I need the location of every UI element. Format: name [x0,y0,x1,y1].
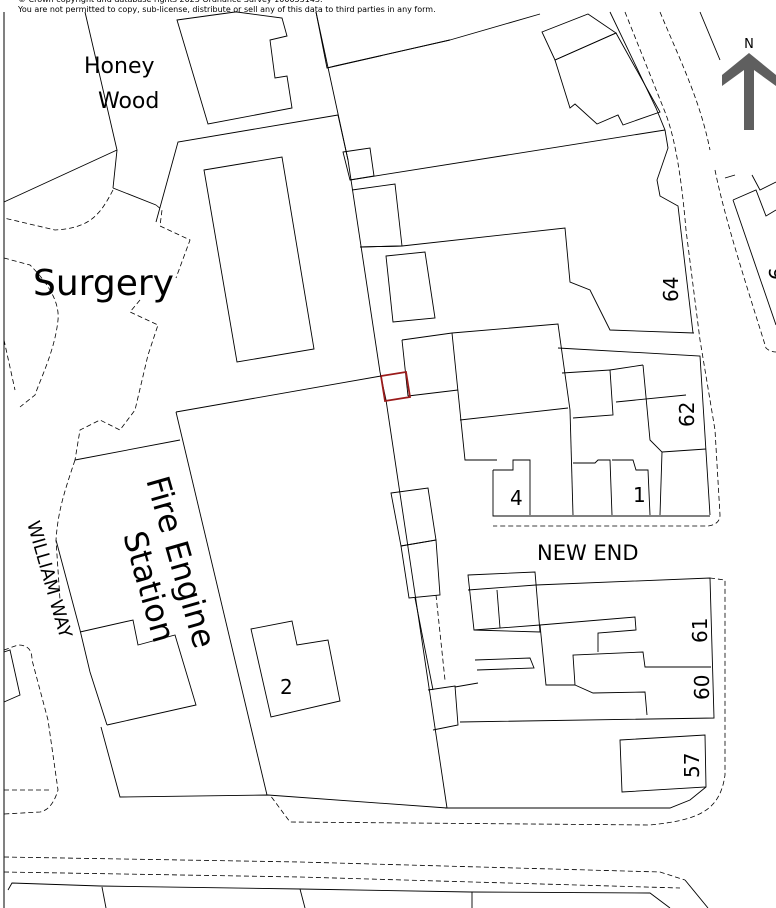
fire-station-parcel [55,375,459,809]
label-honey: Honey [84,54,155,79]
label-house-62: 62 [675,402,699,427]
surgery-outline [3,189,191,461]
north-arrow: N [722,37,776,130]
label-house-61: 61 [688,618,712,643]
label-house-57: 57 [680,753,704,778]
honey-wood-parcel [3,11,541,223]
north-label: N [744,37,754,52]
new-end-plots [269,571,726,826]
label-house-64: 64 [659,277,683,302]
label-william-way: WILLIAM WAY [22,519,76,642]
label-house-2: 2 [280,675,293,699]
copyright-line-2: You are not permitted to copy, sub-licen… [18,5,436,14]
label-wood: Wood [98,89,159,114]
label-partial-edge: 6 [765,267,776,280]
top-right-buildings [493,11,776,527]
label-house-60: 60 [690,675,714,700]
william-way-road [3,644,59,815]
label-house-4: 4 [510,486,523,510]
site-boundary[interactable] [379,370,412,403]
label-house-1: 1 [633,483,646,507]
bottom-road [3,856,709,908]
copyright-line-1: © Crown copyright and database rights 20… [18,0,436,5]
east-plots [401,323,711,517]
label-surgery: Surgery [33,263,174,304]
label-new-end: NEW END [537,541,639,565]
central-buildings [203,11,695,809]
copyright-notice: © Crown copyright and database rights 20… [18,0,436,15]
north-arrow-icon [722,53,776,130]
